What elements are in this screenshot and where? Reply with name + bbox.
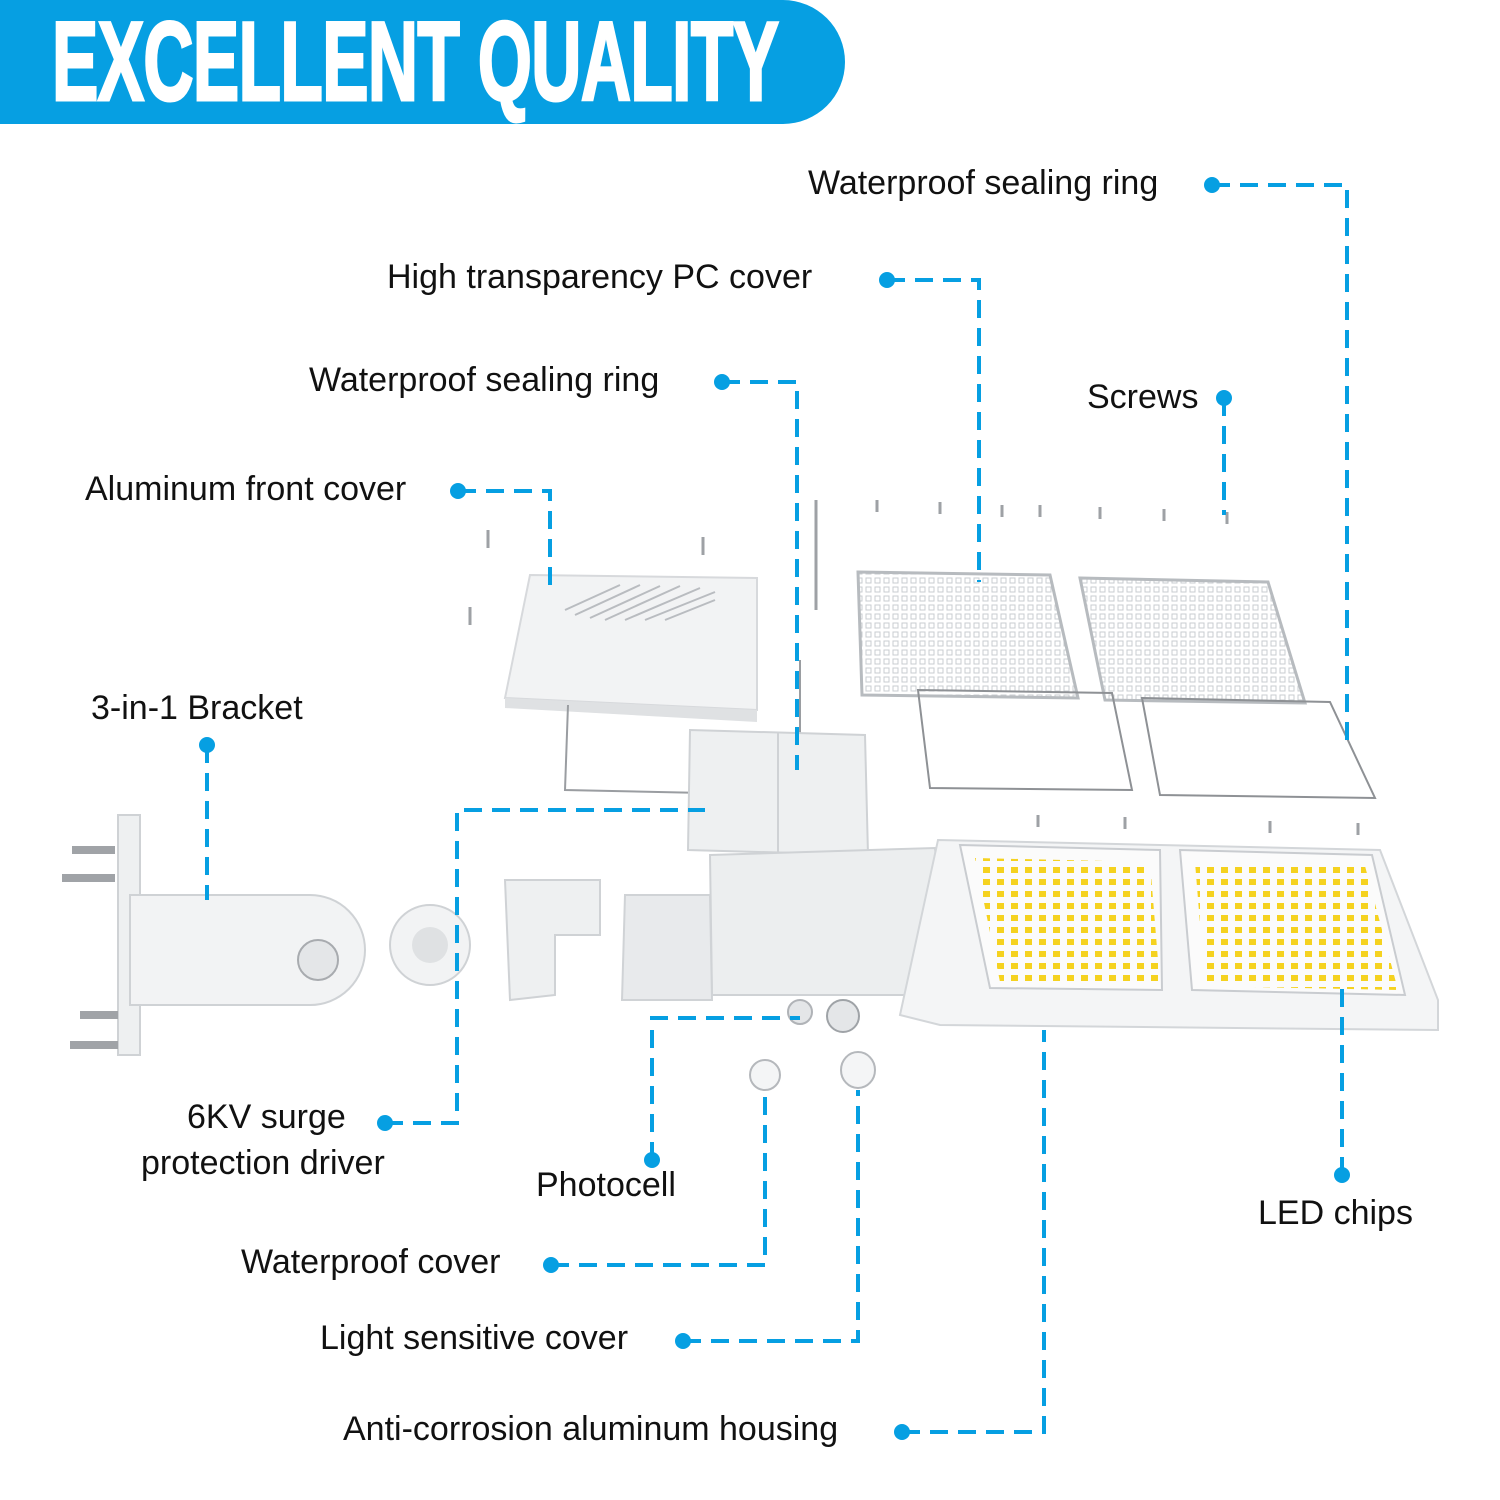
top-sealing-rings xyxy=(916,688,1377,800)
label-housing: Anti-corrosion aluminum housing xyxy=(343,1410,839,1448)
label-light-sensitive-cover: Light sensitive cover xyxy=(320,1319,629,1357)
aluminum-front-cover xyxy=(503,573,758,722)
banner-title: EXCELLENT QUALITY xyxy=(51,0,780,125)
mid-sealing-ring xyxy=(563,660,801,797)
label-photocell: Photocell xyxy=(536,1166,676,1204)
screws xyxy=(468,500,1360,835)
label-driver-line2: protection driver xyxy=(141,1144,385,1182)
label-bracket: 3-in-1 Bracket xyxy=(91,689,303,727)
label-front-cover: Aluminum front cover xyxy=(85,470,407,508)
waterproof-cover-part xyxy=(749,1059,781,1091)
bracket xyxy=(62,814,601,1056)
pc-covers xyxy=(856,570,1308,705)
aluminum-housing xyxy=(620,838,1439,1033)
label-driver-line1: 6KV surge xyxy=(187,1098,346,1136)
label-pc-cover: High transparency PC cover xyxy=(387,258,813,296)
leader-dots xyxy=(199,177,1350,1440)
led-chips-right xyxy=(1195,862,1398,990)
label-waterproof-sealing-ring-mid: Waterproof sealing ring xyxy=(309,361,660,399)
label-waterproof-cover: Waterproof cover xyxy=(241,1243,501,1281)
label-screws: Screws xyxy=(1087,378,1199,416)
surge-driver xyxy=(686,728,870,857)
leader-lines xyxy=(205,183,1349,1434)
label-waterproof-sealing-ring-top: Waterproof sealing ring xyxy=(808,164,1159,202)
title-banner: EXCELLENT QUALITY xyxy=(0,0,845,125)
led-chips-left xyxy=(975,858,1160,985)
label-led-chips: LED chips xyxy=(1258,1194,1413,1232)
light-sensitive-cover-part xyxy=(840,1051,876,1089)
